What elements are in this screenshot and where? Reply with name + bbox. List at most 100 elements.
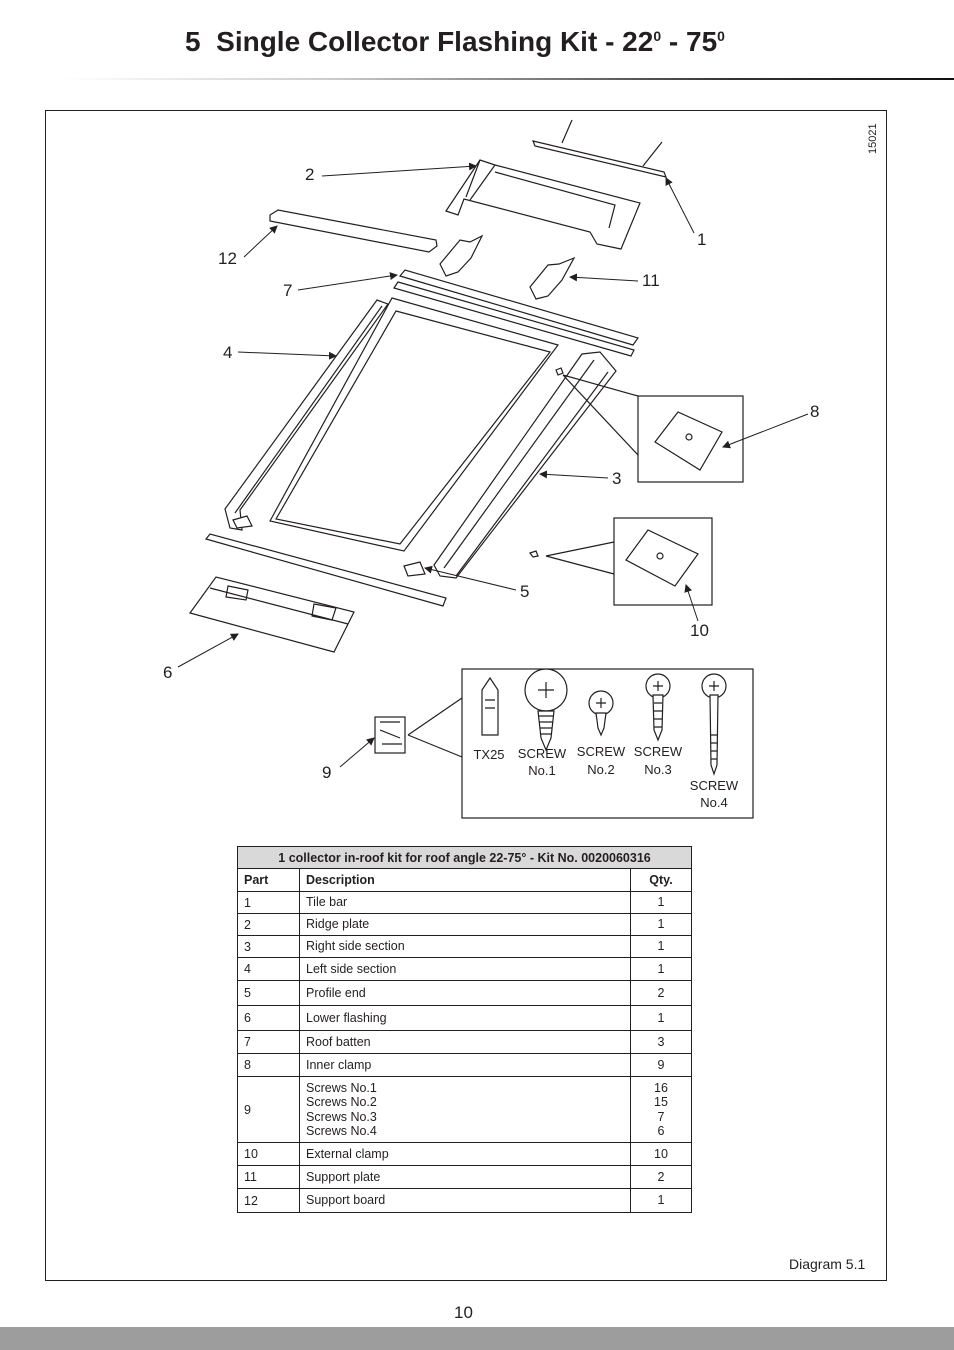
cell-qty: 3 bbox=[630, 1030, 692, 1054]
cell-description: Tile bar bbox=[299, 891, 631, 914]
table-row: 8 Inner clamp 9 bbox=[237, 1053, 692, 1077]
header-qty: Qty. bbox=[630, 868, 692, 892]
screw-bag bbox=[374, 716, 406, 754]
inner-clamp-detail bbox=[654, 411, 723, 471]
title-rule bbox=[62, 78, 954, 80]
cell-part: 12 bbox=[237, 1188, 300, 1213]
screw-2-sub: No.2 bbox=[587, 762, 614, 777]
cell-description: Profile end bbox=[299, 980, 631, 1006]
cell-qty: 1 bbox=[630, 957, 692, 981]
callout-10: 10 bbox=[690, 621, 709, 640]
qty-line: 6 bbox=[657, 1124, 665, 1138]
cell-description: Lower flashing bbox=[299, 1005, 631, 1031]
screw-2-drawing bbox=[588, 690, 614, 737]
screws-box bbox=[461, 668, 754, 819]
cell-part: 4 bbox=[237, 957, 300, 981]
callout-5: 5 bbox=[520, 582, 529, 601]
qty-line: 1 bbox=[657, 917, 665, 932]
cell-qty: 10 bbox=[630, 1142, 692, 1166]
cell-description: Support board bbox=[299, 1188, 631, 1213]
screw-4-sub: No.4 bbox=[700, 795, 727, 810]
diagram-ref-code: 15021 bbox=[867, 123, 879, 154]
table-header-row: Part Description Qty. bbox=[237, 868, 692, 892]
callout-2: 2 bbox=[305, 165, 314, 184]
description-line: Inner clamp bbox=[306, 1057, 372, 1072]
ridge-plate-part bbox=[445, 159, 641, 250]
tool-tx25-label: TX25 bbox=[473, 747, 504, 762]
cell-description: Support plate bbox=[299, 1165, 631, 1189]
cell-qty: 2 bbox=[630, 1165, 692, 1189]
description-line: Ridge plate bbox=[306, 917, 370, 932]
screw-3-label: SCREW bbox=[634, 744, 683, 759]
header-description: Description bbox=[299, 868, 631, 892]
qty-line: 15 bbox=[654, 1095, 668, 1109]
callout-11: 11 bbox=[642, 271, 660, 290]
left-side-section bbox=[224, 299, 389, 531]
description-line: Screws No.3 bbox=[306, 1109, 377, 1124]
table-row: 10 External clamp 10 bbox=[237, 1142, 692, 1166]
qty-line: 1 bbox=[657, 895, 665, 910]
qty-line: 9 bbox=[657, 1057, 665, 1072]
description-line: Profile end bbox=[306, 985, 366, 1000]
cell-part: 3 bbox=[237, 935, 300, 958]
cell-part: 1 bbox=[237, 891, 300, 914]
angle-min-superscript: 0 bbox=[653, 28, 662, 44]
cell-qty: 1 bbox=[630, 891, 692, 914]
qty-line: 16 bbox=[654, 1080, 668, 1095]
description-line: Tile bar bbox=[306, 895, 348, 910]
table-row: 1 Tile bar 1 bbox=[237, 891, 692, 914]
description-line: Screws No.4 bbox=[306, 1124, 377, 1138]
support-plate-left bbox=[439, 234, 484, 277]
footer-bar bbox=[0, 1327, 954, 1350]
table-caption-row: 1 collector in-roof kit for roof angle 2… bbox=[237, 846, 692, 869]
cell-part: 8 bbox=[237, 1053, 300, 1077]
profile-end-left bbox=[232, 515, 253, 529]
page-title: 5 Single Collector Flashing Kit - 220 - … bbox=[185, 26, 725, 58]
description-line: Screws No.1 bbox=[306, 1080, 377, 1095]
qty-line: 2 bbox=[657, 985, 665, 1000]
lower-flashing-part bbox=[189, 576, 355, 653]
roof-batten-upper bbox=[398, 269, 639, 346]
screw-1-sub: No.1 bbox=[528, 763, 555, 778]
callout-9: 9 bbox=[322, 763, 331, 782]
diagram-caption: Diagram 5.1 bbox=[789, 1256, 866, 1272]
right-side-section bbox=[433, 351, 617, 579]
support-board-part bbox=[269, 209, 438, 253]
cell-qty: 2 bbox=[630, 980, 692, 1006]
qty-line: 3 bbox=[657, 1034, 665, 1049]
callout-3: 3 bbox=[612, 469, 621, 488]
external-clamp-inset bbox=[613, 517, 713, 606]
screw-4-drawing bbox=[701, 673, 727, 776]
bottom-batten bbox=[204, 533, 447, 607]
cell-part: 10 bbox=[237, 1142, 300, 1166]
description-line: External clamp bbox=[306, 1146, 389, 1161]
title-angle-max: - 75 bbox=[668, 26, 718, 57]
cell-part: 11 bbox=[237, 1165, 300, 1189]
roof-batten-lower bbox=[393, 281, 635, 357]
cell-qty: 1 bbox=[630, 1005, 692, 1031]
section-number: 5 bbox=[185, 26, 201, 57]
screw-3-sub: No.3 bbox=[644, 762, 671, 777]
cell-qty: 1 bbox=[630, 1188, 692, 1213]
qty-line: 2 bbox=[657, 1169, 665, 1184]
cell-description: Right side section bbox=[299, 935, 631, 958]
profile-end-right bbox=[403, 561, 426, 577]
tile-bar-part bbox=[532, 119, 667, 178]
qty-line: 1 bbox=[657, 939, 665, 954]
support-plate-right bbox=[529, 256, 576, 300]
cell-description: Ridge plate bbox=[299, 913, 631, 936]
parts-table: 1 collector in-roof kit for roof angle 2… bbox=[237, 846, 692, 1213]
cell-description: Roof batten bbox=[299, 1030, 631, 1054]
screw-1-drawing bbox=[524, 668, 568, 752]
callout-8: 8 bbox=[810, 402, 819, 421]
cell-part: 5 bbox=[237, 980, 300, 1006]
qty-line: 1 bbox=[657, 961, 665, 976]
description-line: Screws No.2 bbox=[306, 1095, 377, 1109]
